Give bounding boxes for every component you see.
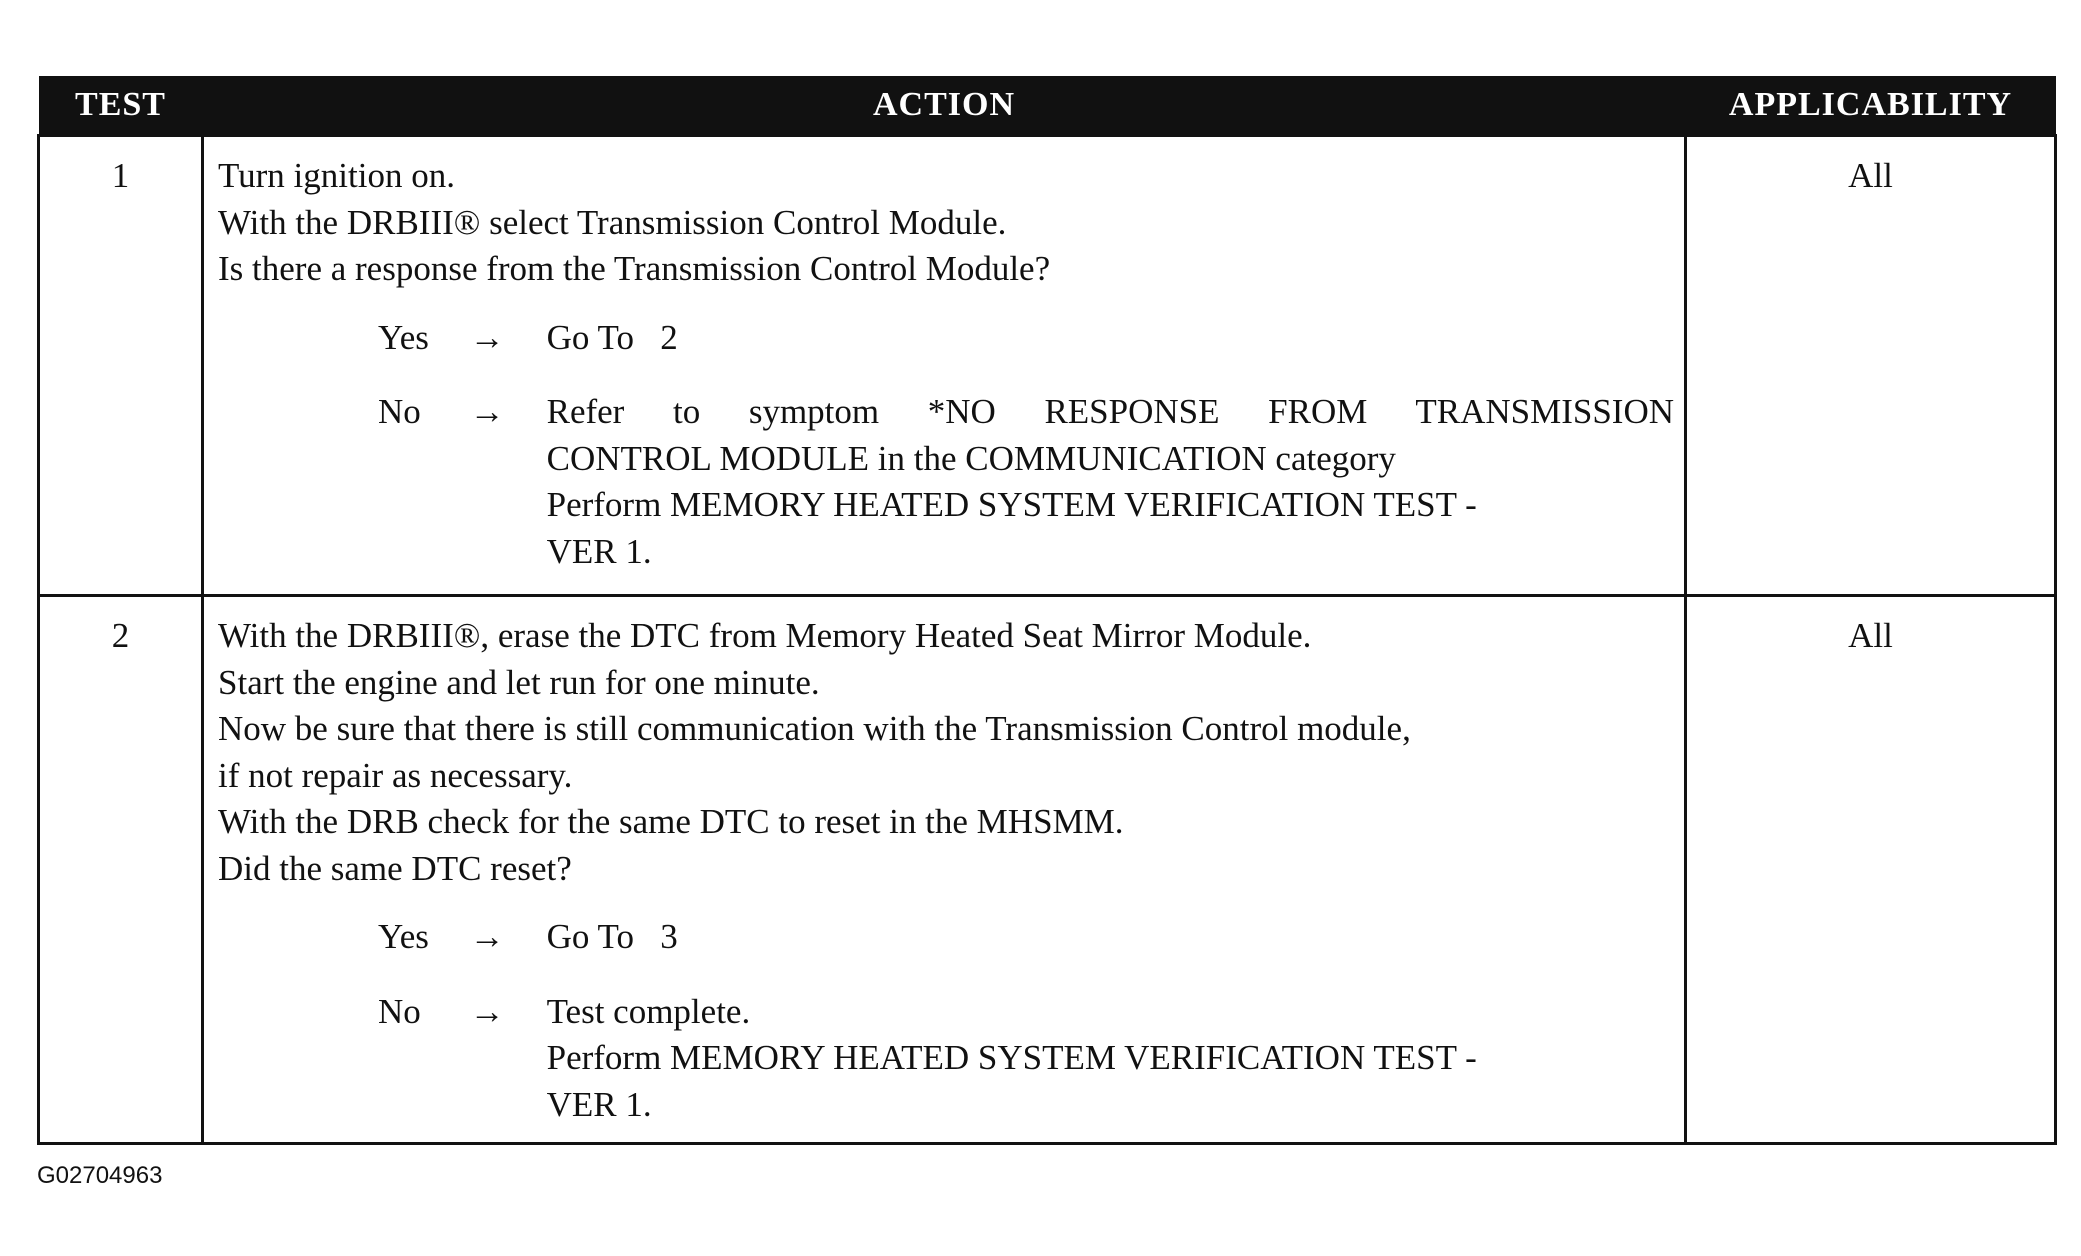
action-line: With the DRB check for the same DTC to r… — [218, 802, 1124, 841]
answer-body: Go To 3 — [547, 914, 1674, 961]
action-cell: Turn ignition on. With the DRBIII® selec… — [201, 134, 1687, 597]
answer-key: Yes — [378, 317, 429, 357]
action-line: Turn ignition on. — [218, 156, 455, 195]
diagnostic-table-container: TEST ACTION APPLICABILITY 1 Turn ignitio… — [37, 76, 2057, 1145]
action-line: if not repair as necessary. — [218, 755, 573, 795]
action-line: Now be sure that there is still communic… — [218, 709, 1411, 748]
answer-key: No — [378, 392, 421, 431]
right-arrow-icon: → — [469, 317, 505, 357]
answer-yes: Yes → Go To 3 — [218, 914, 1674, 961]
header-applicability: APPLICABILITY — [1685, 76, 2056, 136]
applicability-value: All — [1684, 594, 2057, 1145]
header-test: TEST — [38, 76, 203, 136]
answer-line: VER 1. — [546, 1084, 652, 1124]
diagnostic-test-table: TEST ACTION APPLICABILITY 1 Turn ignitio… — [37, 76, 2057, 1145]
answer-no: No → Refer to symptom *NO RESPONSE FROM … — [218, 389, 1674, 575]
answer-line: CONTROL MODULE in the COMMUNICATION cate… — [546, 438, 1396, 478]
action-line: With the DRBIII®, erase the DTC from Mem… — [218, 616, 1312, 655]
test-number: 1 — [37, 134, 204, 597]
answer-line: Go To 2 — [546, 317, 678, 357]
table-header-row: TEST ACTION APPLICABILITY — [38, 76, 2056, 136]
graphic-id: G02704963 — [37, 1162, 163, 1189]
answer-no: No → Test complete. Perform MEMORY HEATE… — [218, 989, 1674, 1129]
table-row: 2 With the DRBIII®, erase the DTC from M… — [37, 594, 2057, 1145]
answer-yes: Yes → Go To 2 — [218, 315, 1674, 362]
action-line: Did the same DTC reset? — [218, 848, 572, 888]
answer-list: Yes → Go To 2 No → Refer to symptom *NO … — [218, 315, 1674, 576]
right-arrow-icon: → — [469, 991, 505, 1031]
action-line: Start the engine and let run for one min… — [218, 662, 820, 702]
answer-line: Perform MEMORY HEATED SYSTEM VERIFICATIO… — [546, 485, 1477, 524]
answer-body: Go To 2 — [547, 315, 1674, 362]
right-arrow-icon: → — [469, 917, 505, 956]
header-action: ACTION — [202, 76, 1686, 136]
answer-body: Test complete. Perform MEMORY HEATED SYS… — [547, 989, 1674, 1129]
applicability-value: All — [1684, 134, 2057, 597]
right-arrow-icon: → — [469, 392, 505, 431]
answer-key: Yes — [378, 917, 429, 956]
test-number: 2 — [37, 594, 204, 1145]
answer-body: Refer to symptom *NO RESPONSE FROM TRANS… — [547, 389, 1674, 575]
answer-line: VER 1. — [546, 531, 652, 571]
answer-line: Perform MEMORY HEATED SYSTEM VERIFICATIO… — [546, 1038, 1477, 1077]
answer-line: Refer to symptom *NO RESPONSE FROM TRANS… — [546, 392, 1674, 431]
answer-key: No — [378, 991, 421, 1031]
action-line: With the DRBIII® select Transmission Con… — [218, 202, 1007, 242]
action-cell: With the DRBIII®, erase the DTC from Mem… — [201, 594, 1687, 1145]
answer-line: Test complete. — [546, 991, 751, 1031]
answer-line: Go To 3 — [546, 917, 678, 956]
action-line: Is there a response from the Transmissio… — [218, 249, 1051, 288]
table-row: 1 Turn ignition on. With the DRBIII® sel… — [37, 134, 2057, 597]
answer-list: Yes → Go To 3 No → Test complete. Per — [218, 914, 1674, 1128]
